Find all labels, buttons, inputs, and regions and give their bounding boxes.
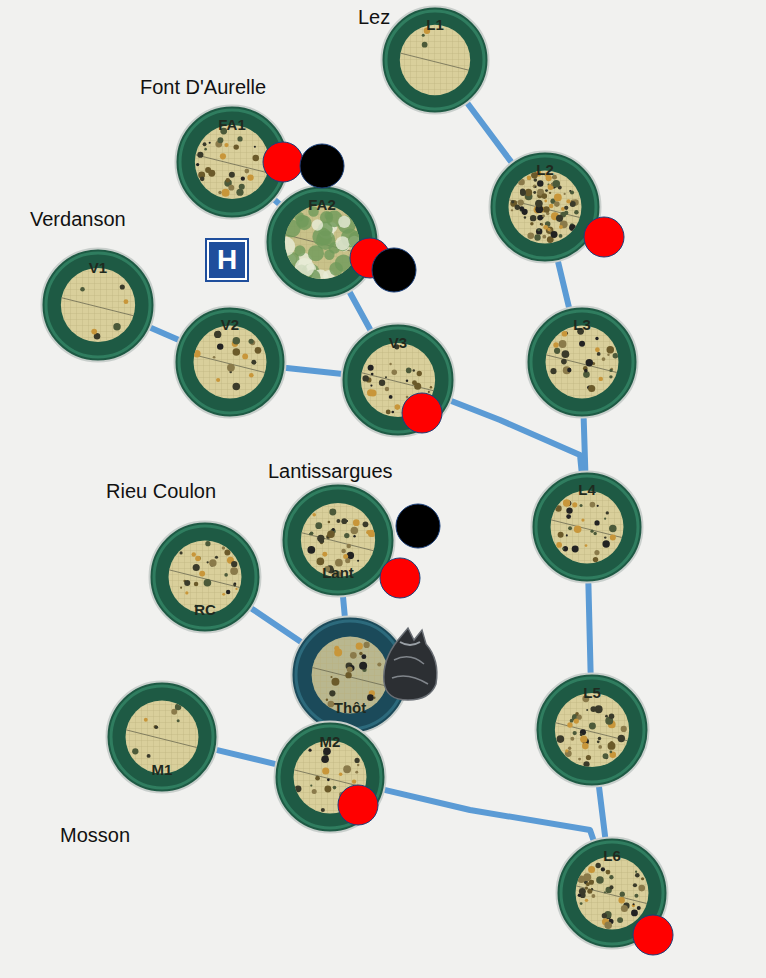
river-connector (558, 262, 569, 306)
river-name: Lez (358, 6, 390, 28)
petri-dish: Lant (280, 482, 396, 598)
red-dot (338, 785, 378, 825)
sample-label: FA1 (218, 117, 246, 132)
sample-label: RC (194, 602, 216, 617)
river-connector (350, 293, 370, 329)
black-dot (300, 144, 344, 188)
sample-label: Thôt (334, 700, 366, 715)
red-dot (380, 558, 420, 598)
sample-label: L6 (603, 848, 621, 863)
red-dot (584, 217, 624, 257)
black-dot (372, 248, 416, 292)
petri-dish: L2 (488, 150, 602, 264)
red-dot (402, 393, 442, 433)
trash-bag (384, 628, 437, 700)
dish-drawing (105, 680, 219, 794)
river-name: Rieu Coulon (106, 480, 216, 502)
sample-label: L3 (573, 317, 591, 332)
sample-label: L4 (578, 482, 596, 497)
river-connector (588, 584, 590, 672)
river-connector (287, 368, 341, 374)
petri-dish: FA2 (264, 184, 380, 300)
river-connector (275, 201, 278, 204)
petri-dish: M1 (105, 680, 219, 794)
petri-dish: L1 (380, 5, 490, 115)
petri-dish: L5 (534, 672, 650, 788)
river-name: Lantissargues (268, 460, 393, 482)
sample-label: Lant (322, 565, 354, 580)
petri-dish: V3 (340, 322, 456, 438)
river-connector (252, 609, 300, 642)
sample-label: L2 (536, 162, 554, 177)
red-dot (263, 142, 303, 182)
river-name: Mosson (60, 824, 130, 846)
petri-dish: FA1 (174, 104, 290, 220)
red-dot (633, 915, 673, 955)
sample-label: L1 (426, 17, 444, 32)
petri-dish: L3 (525, 305, 639, 419)
sample-label: M2 (320, 734, 341, 749)
river-connector (343, 598, 345, 615)
dish-drawing (290, 615, 410, 735)
red-dot (350, 238, 390, 278)
river-connector (599, 788, 605, 837)
black-dot (396, 504, 440, 548)
petri-dish: Thôt (290, 615, 410, 735)
petri-dish: V1 (40, 247, 156, 363)
river-name: Verdanson (30, 208, 126, 230)
hospital-sign: H (207, 240, 247, 280)
river-connector (151, 328, 178, 339)
sample-label: FA2 (308, 197, 336, 212)
sample-label: L5 (583, 685, 601, 700)
dish-drawing (280, 482, 396, 598)
petri-dish: M2 (273, 720, 387, 834)
dish-drawing (148, 520, 262, 634)
river-connector (217, 750, 274, 764)
petri-dish: V2 (173, 305, 287, 419)
sample-label: M1 (152, 762, 173, 777)
river-connector (584, 419, 586, 470)
petri-dish: L4 (530, 470, 644, 584)
sample-label: V1 (89, 260, 107, 275)
sample-label: V3 (389, 335, 407, 350)
petri-dish: RC (148, 520, 262, 634)
river-name: Font D'Aurelle (140, 76, 266, 98)
sample-label: V2 (221, 317, 239, 332)
river-connector (386, 790, 594, 839)
petri-dish: L6 (555, 836, 669, 950)
river-connector (468, 104, 511, 161)
